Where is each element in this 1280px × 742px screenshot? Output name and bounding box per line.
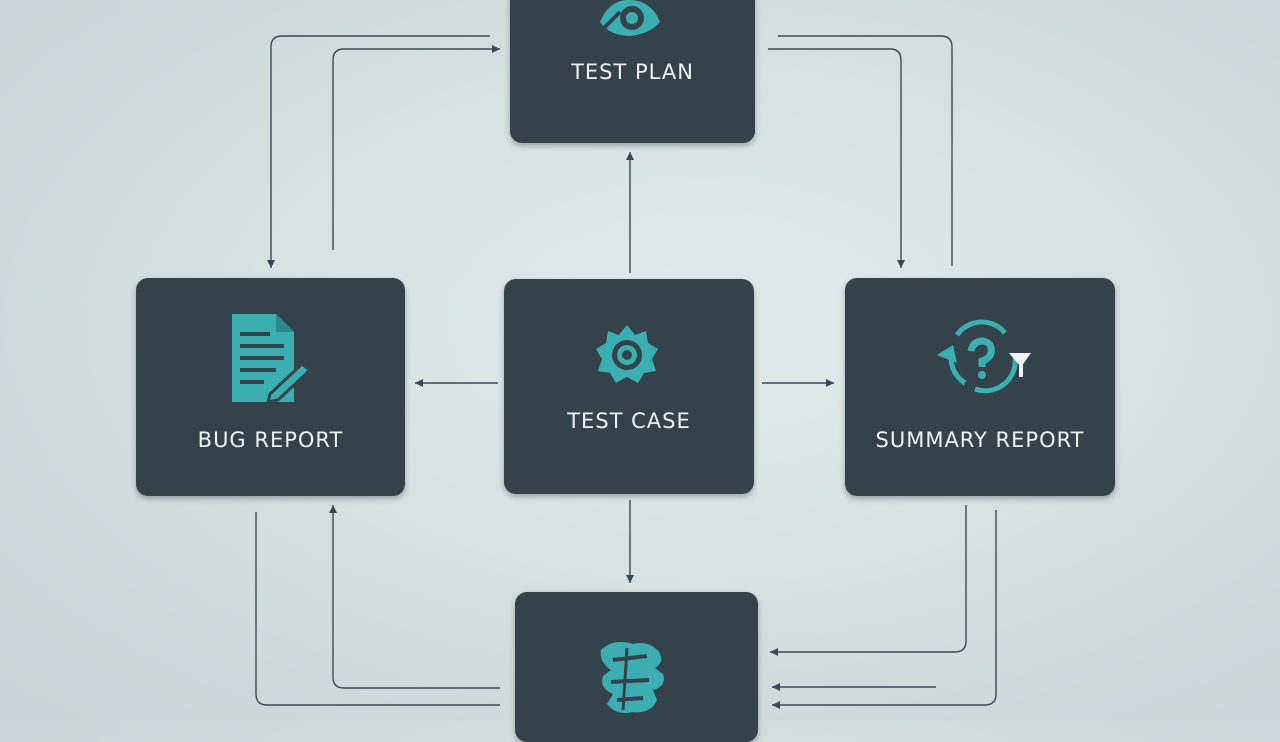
node-bottom[interactable] <box>515 592 758 742</box>
edge-testplan-to-summaryreport <box>768 48 905 268</box>
node-test-case[interactable]: TEST CASE <box>504 279 754 494</box>
node-label: TEST PLAN <box>571 60 694 84</box>
edge-summaryreport-outer-to-bottom <box>772 510 997 709</box>
document-pencil-icon <box>224 308 314 412</box>
node-test-plan[interactable]: TEST PLAN <box>510 0 755 143</box>
node-summary-report[interactable]: SUMMARY REPORT <box>845 278 1115 496</box>
refresh-question-icon <box>925 313 1035 407</box>
connector-layer <box>255 35 997 709</box>
edge-bugreport-to-testplan <box>332 45 500 250</box>
edge-bottom-to-bugreport <box>329 505 500 689</box>
abstract-glyph-icon <box>593 634 683 724</box>
edge-bugreport-to-bottom <box>255 512 500 706</box>
node-bug-report[interactable]: BUG REPORT <box>136 278 405 496</box>
node-label: TEST CASE <box>567 409 691 433</box>
edge-summaryreport-to-testplan <box>778 35 953 266</box>
node-label: BUG REPORT <box>197 428 344 452</box>
node-label: SUMMARY REPORT <box>875 428 1085 452</box>
edge-testplan-to-bugreport <box>267 35 490 268</box>
target-icon <box>580 0 680 52</box>
edge-summaryreport-to-bottom <box>770 505 967 656</box>
gear-icon <box>594 323 660 393</box>
